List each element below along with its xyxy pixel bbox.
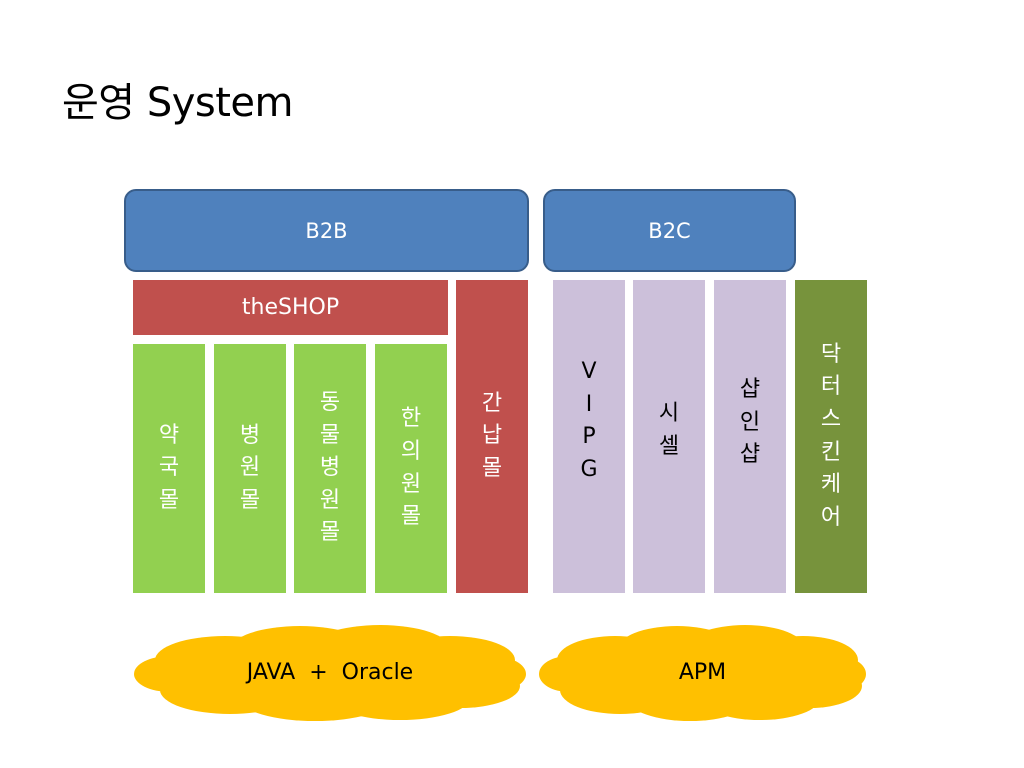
column-char: 몰: [319, 520, 341, 546]
column-char: 몰: [158, 487, 180, 513]
column-char: 간: [481, 390, 503, 416]
column-char: 물: [319, 422, 341, 448]
column-char: P: [582, 424, 596, 450]
cloud-shape: [134, 625, 526, 721]
page-title: 운영 System: [62, 80, 293, 126]
column-char: 약: [158, 422, 180, 448]
column-char: 샵: [739, 377, 761, 402]
column-char: 원: [319, 487, 341, 513]
b2b-platform-cloud: JAVA + Oracle: [130, 620, 530, 725]
column-char: 터: [820, 374, 842, 400]
column-char: 국: [158, 455, 180, 481]
theshop-bar: theSHOP: [133, 280, 448, 335]
column-char: 인: [739, 409, 761, 435]
b2c-platform-cloud: APM: [535, 620, 870, 725]
column-char: 원: [239, 455, 261, 481]
column-char: 킨: [820, 439, 842, 465]
column-char: I: [585, 391, 593, 417]
column-char: 몰: [239, 487, 261, 513]
cloud-shape: [539, 625, 866, 721]
b2b-header: B2B: [124, 189, 529, 272]
column-char: 닥: [820, 341, 842, 367]
column-char: 의: [400, 438, 422, 464]
column-char: 샵: [739, 442, 761, 468]
column-char: 병: [239, 422, 261, 448]
column-char: 원: [400, 471, 422, 497]
column-char: 몰: [481, 455, 503, 481]
column-char: G: [580, 456, 598, 482]
column-char: 병: [319, 455, 341, 481]
column-char: 어: [820, 504, 842, 530]
column-char: 몰: [400, 504, 422, 530]
column-char: V: [581, 359, 597, 384]
column-char: 납: [481, 423, 503, 449]
platform-label: APM: [678, 660, 727, 685]
column-char: 한: [400, 406, 422, 432]
column-char: 케: [820, 472, 842, 498]
column-char: 시: [658, 401, 680, 426]
b2c-header: B2C: [543, 189, 796, 272]
column-char: 스: [820, 406, 842, 432]
column-char: 동: [319, 390, 341, 416]
platform-label: JAVA + Oracle: [246, 660, 414, 685]
column-char: 셀: [658, 433, 680, 459]
